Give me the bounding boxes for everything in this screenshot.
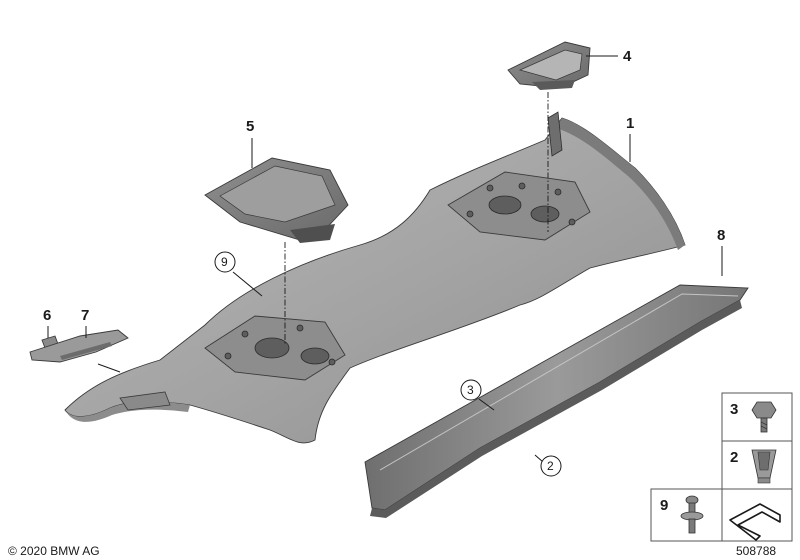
leader-lines (47, 55, 723, 463)
callout-9: 9 (221, 255, 228, 269)
callout-6: 6 (43, 307, 51, 324)
screw-icon (751, 401, 777, 433)
contour-symbol-icon (729, 503, 781, 541)
callout-8: 8 (717, 227, 725, 244)
speaker-cover-left-part (204, 157, 349, 243)
callout-7: 7 (81, 307, 89, 324)
diagram-number: 508788 (736, 544, 776, 558)
callout-2-circle (540, 455, 562, 477)
legend-label-2: 2 (730, 449, 738, 466)
push-clip-icon (680, 495, 704, 534)
callout-2: 2 (547, 459, 554, 473)
legend-label-3: 3 (730, 401, 738, 418)
rear-shelf-part (64, 111, 686, 444)
trim-strip-part (364, 284, 749, 518)
speaker-cover-top-part (507, 41, 591, 90)
callout-1: 1 (626, 115, 634, 132)
expanding-nut-icon (751, 449, 777, 484)
callout-5: 5 (246, 118, 254, 135)
callout-4: 4 (623, 48, 632, 65)
callout-3: 3 (467, 383, 474, 397)
callout-3-circle (460, 379, 482, 401)
legend-label-9: 9 (660, 497, 668, 514)
copyright-text: © 2020 BMW AG (8, 544, 100, 558)
callout-9-circle (214, 251, 236, 273)
callout-labels: 1 4 5 8 6 7 9 3 2 (43, 48, 725, 477)
fastener-legend: 3 2 9 (650, 392, 793, 542)
